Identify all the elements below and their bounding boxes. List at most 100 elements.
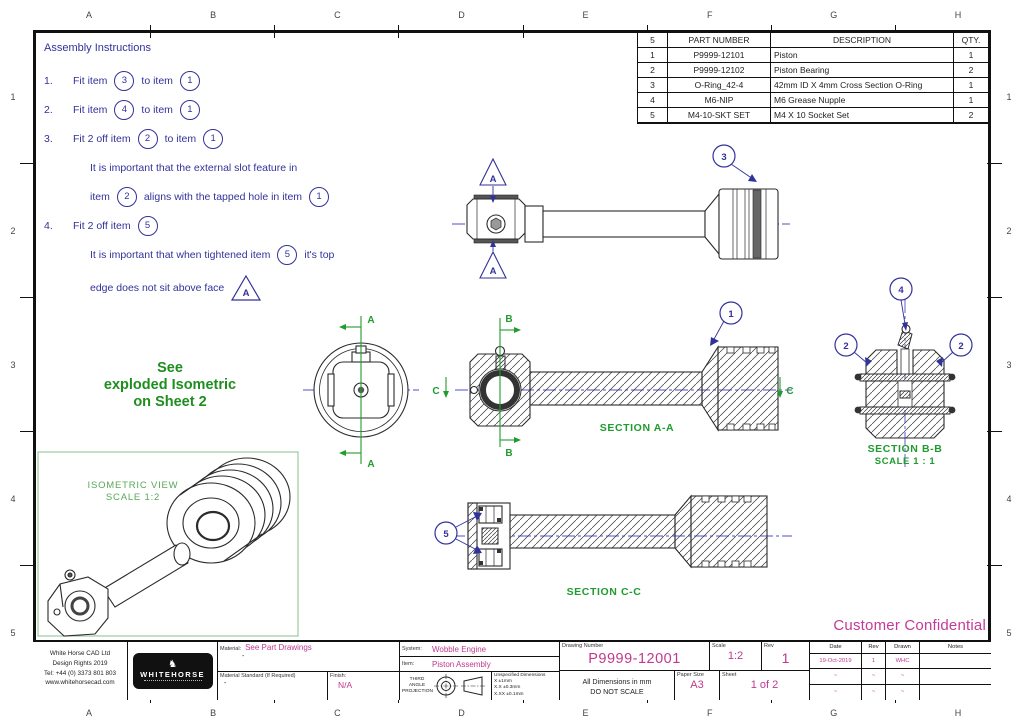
material-standard-value: - [224, 679, 227, 687]
grid-column-label: D [399, 4, 524, 38]
revision-rows: 19-Oct-2019 1 WHC ~ ~ ~ ~ ~ [810, 654, 991, 700]
scale-label: Scale [712, 643, 726, 649]
grid-column-label: E [524, 690, 648, 724]
instruction-step-2: 2. Fit item 4 to item 1 [44, 99, 424, 120]
grid-column-label: F [648, 4, 772, 38]
note-text: aligns with the tapped hole in item [143, 190, 303, 203]
grid-column-label: A [27, 4, 152, 38]
system-label: System: [402, 646, 422, 652]
step-number: 4. [44, 219, 53, 232]
finish-label: Finish: [330, 673, 347, 679]
cell-qty: 1 [954, 48, 989, 63]
company-info: White Horse CAD Ltd Design Rights 2019 T… [33, 642, 128, 700]
grid-row-label: 3 [987, 298, 1022, 432]
projection-label: THIRD ANGLE PROJECTION [402, 677, 433, 694]
rev-date: ~ [810, 669, 862, 685]
table-row: 5 M4-10-SKT SET M4 X 10 Socket Set 2 [638, 108, 989, 123]
rev-drawn-by: WHC [886, 654, 920, 670]
drawing-number-value: P9999-12001 [588, 650, 681, 667]
rev-number: 1 [862, 654, 886, 670]
note-text: it's top [304, 248, 335, 261]
cell-item-no: 2 [638, 63, 668, 78]
logo-text: WHITEHORSE [140, 670, 205, 679]
step-text: Fit 2 off item [73, 219, 131, 232]
rev-drawn-by: ~ [886, 669, 920, 685]
step-number: 3. [44, 132, 53, 145]
rev-label: Rev [764, 643, 774, 649]
item-value: Piston Assembly [432, 659, 491, 669]
rev-date: 19-Oct-2019 [810, 654, 862, 670]
system-box: System: Wobble Engine [400, 642, 559, 657]
header-description: DESCRIPTION [771, 33, 954, 48]
instruction-step-1: 1. Fit item 3 to item 1 [44, 70, 424, 91]
tolerance-title: Unspecified Dimensions [494, 673, 546, 678]
item-balloon: 5 [277, 244, 298, 265]
instruction-note: It is important that the external slot f… [90, 157, 424, 178]
note-text: edge does not sit above face [90, 281, 225, 294]
grid-row-label: 5 [10, 628, 16, 638]
paper-size-value: A3 [690, 678, 704, 691]
cell-qty: 1 [954, 78, 989, 93]
item-label: Item: [402, 661, 415, 667]
sheet-value: 1 of 2 [750, 678, 779, 691]
grid-column-label: A [27, 690, 152, 724]
material-standard-label: Material Standard (If Required) [220, 673, 296, 679]
cell-item-no: 1 [638, 48, 668, 63]
grid-column-label: B [151, 4, 276, 38]
rev-notes [920, 685, 991, 700]
step-text: Fit item [73, 74, 108, 87]
item-balloon: 1 [309, 186, 330, 207]
step-text: to item [141, 74, 173, 87]
cell-description: Piston Bearing [771, 63, 954, 78]
revision-row: 19-Oct-2019 1 WHC [810, 654, 991, 670]
header-part-number: PART NUMBER [668, 33, 771, 48]
cell-part-number: P9999-12101 [668, 48, 771, 63]
rev-box: Rev 1 [762, 642, 809, 670]
company-phone: Tel: +44 (0) 3373 801 803 [44, 669, 116, 677]
cell-description: M4 X 10 Socket Set [771, 108, 954, 123]
system-value: Wobble Engine [432, 644, 487, 654]
company-rights: Design Rights 2019 [52, 659, 108, 667]
material-standard-box: Material Standard (If Required) - [218, 672, 328, 700]
dimensions-note: All Dimensions in mm DO NOT SCALE [560, 671, 675, 700]
finish-value: N/A [338, 679, 353, 690]
material-label: Material: [220, 646, 242, 652]
step-number: 1. [44, 74, 53, 87]
horse-icon: ♞ [168, 659, 177, 670]
revision-row: ~ ~ ~ [810, 669, 991, 685]
table-row: 4 M6-NIP M6 Grease Nupple 1 [638, 93, 989, 108]
step-number: 2. [44, 103, 53, 116]
grid-column-label: G [772, 690, 897, 724]
table-row: 1 P9999-12101 Piston 1 [638, 48, 989, 63]
material-box: Material: See Part Drawings - [218, 642, 399, 672]
instruction-step-4: 4. Fit 2 off item 5 [44, 215, 424, 236]
instruction-step-3: 3. Fit 2 off item 2 to item 1 [44, 128, 424, 149]
item-balloon: 5 [137, 215, 158, 236]
cell-part-number: M4-10-SKT SET [668, 108, 771, 123]
cell-item-no: 4 [638, 93, 668, 108]
parts-table: 5 PART NUMBER DESCRIPTION QTY. 1 P9999-1… [637, 33, 989, 124]
assembly-instructions: Assembly Instructions 1. Fit item 3 to i… [44, 42, 424, 306]
parts-table-header: 5 PART NUMBER DESCRIPTION QTY. [638, 33, 989, 48]
company-name: White Horse CAD Ltd [49, 650, 111, 657]
grid-column-label: G [772, 4, 897, 38]
grid-row-label: 1 [0, 30, 35, 164]
system-item-cell: System: Wobble Engine Item: Piston Assem… [400, 642, 560, 700]
grid-row-label: 4 [987, 432, 1022, 566]
grid-row-label: 1 [987, 30, 1022, 164]
logo-cell: ♞ WHITEHORSE [128, 642, 218, 700]
instruction-note: edge does not sit above face A [90, 274, 424, 301]
confidential-stamp: Customer Confidential [833, 617, 986, 634]
rev-header-rev: Rev [862, 642, 886, 654]
scale-value: 1:2 [727, 649, 744, 662]
instructions-title: Assembly Instructions [44, 42, 151, 54]
cell-qty: 2 [954, 108, 989, 123]
rev-header-date: Date [810, 642, 862, 654]
see-sheet2-note: See exploded Isometric on Sheet 2 [55, 360, 285, 411]
drawing-number-cell: Drawing Number P9999-12001 Scale 1:2 Rev… [560, 642, 810, 700]
rev-header-drawn: Drawn [886, 642, 920, 654]
grid-column-label: C [275, 4, 400, 38]
whitehorse-logo: ♞ WHITEHORSE [132, 653, 213, 689]
